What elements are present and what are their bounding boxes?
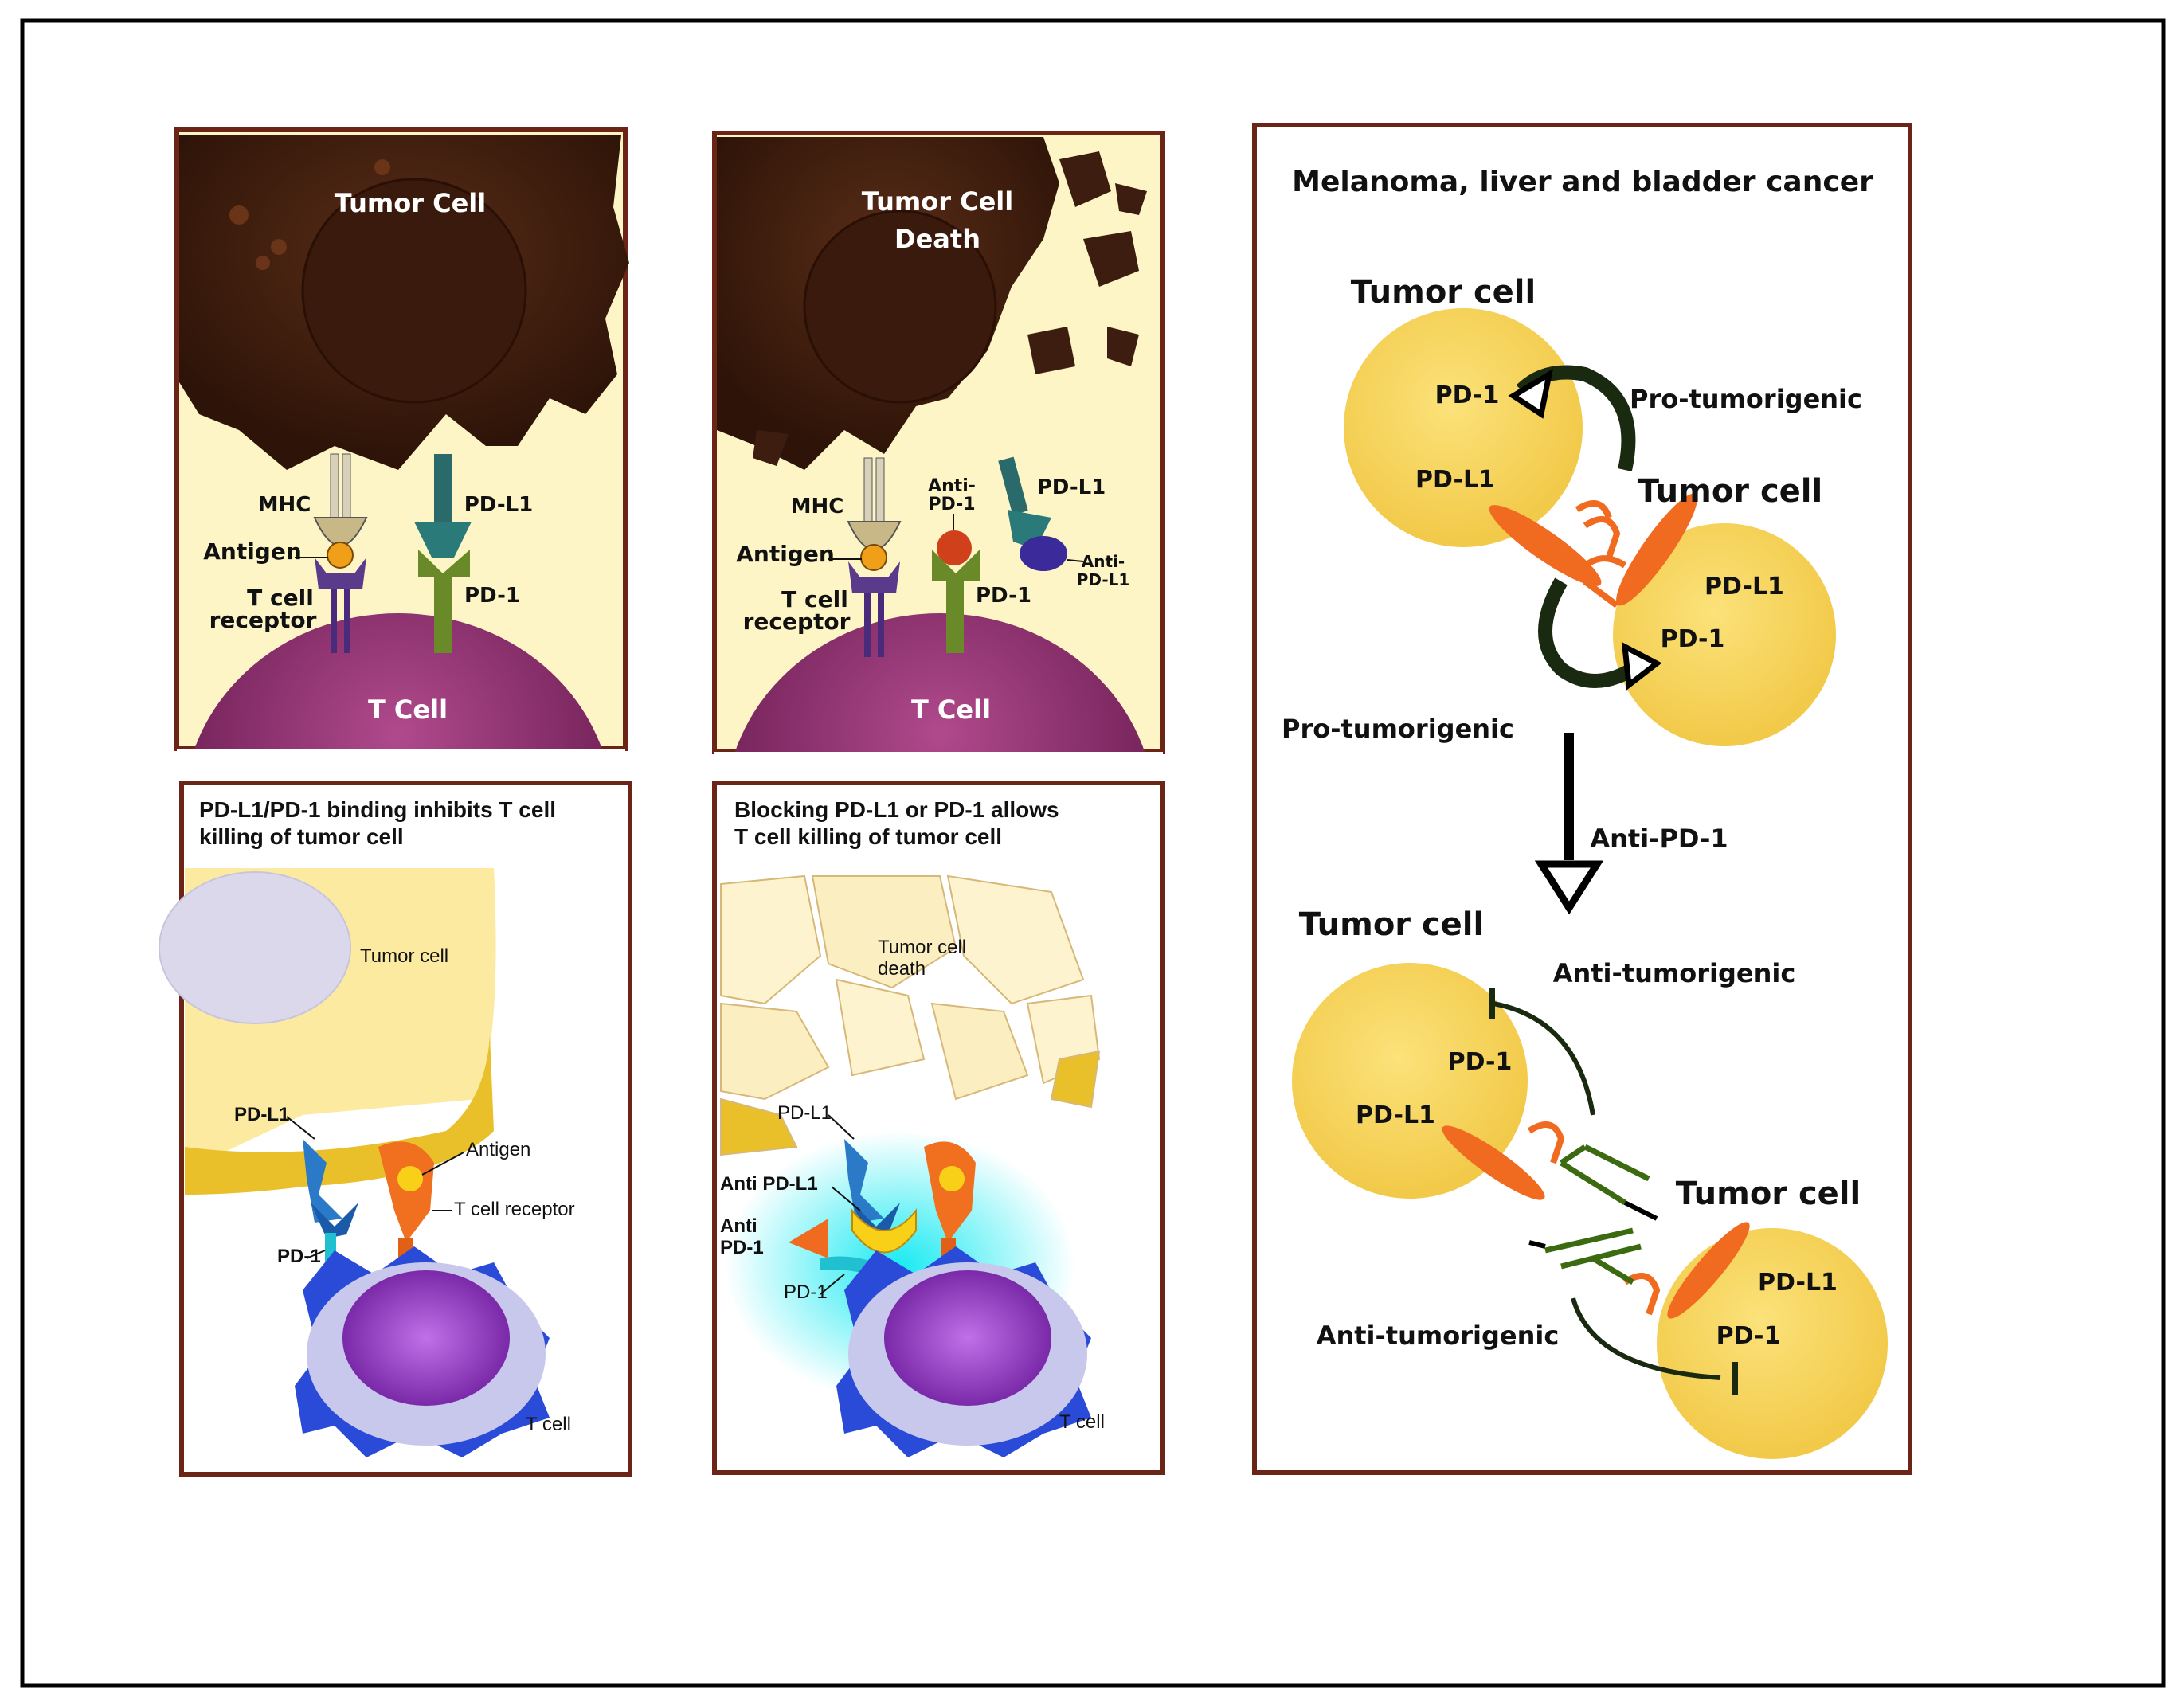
antigen-label: Antigen bbox=[203, 538, 302, 565]
tcell-d-label: T cell bbox=[1059, 1411, 1105, 1433]
tumor-cell-top-left bbox=[1344, 308, 1583, 547]
antigen-c-label: Antigen bbox=[466, 1139, 530, 1160]
anti-tumorigenic-top: Anti-tumorigenic bbox=[1553, 958, 1796, 988]
tumor-death-label-line1: Tumor Cell bbox=[862, 186, 1013, 217]
mhc-label: MHC bbox=[258, 493, 311, 517]
pdl1-d-label-e: PD-L1 bbox=[1758, 1269, 1838, 1297]
tumor-death-d-label-line1: Tumor cell bbox=[878, 937, 966, 958]
panel-c-title-line1: PD-L1/PD-1 binding inhibits T cell bbox=[199, 797, 556, 822]
pdl1-b-label: PD-L1 bbox=[1705, 573, 1784, 601]
tumor-death-label-line2: Death bbox=[894, 224, 980, 254]
pro-tumorigenic-left: Pro-tumorigenic bbox=[1282, 714, 1514, 744]
arrowhead-bottom bbox=[1621, 641, 1662, 691]
pro-tumorigenic-top: Pro-tumorigenic bbox=[1630, 384, 1862, 414]
pdl1-label: PD-L1 bbox=[464, 493, 534, 517]
anti-pd1-label: Anti-PD-1 bbox=[1590, 824, 1728, 854]
pd1-d-label-e: PD-1 bbox=[1716, 1322, 1781, 1350]
t-cell-d-shape bbox=[836, 1246, 1091, 1457]
antigen-ball bbox=[327, 542, 354, 569]
outer-frame bbox=[20, 18, 2166, 1688]
tumor-c-label: Tumor cell bbox=[1299, 906, 1484, 943]
tumor-death-fragments bbox=[720, 874, 1101, 1156]
pdl1-a-label: PD-L1 bbox=[1415, 466, 1495, 494]
pdl1-c-label: PD-L1 bbox=[234, 1104, 289, 1125]
pd1-d-label: PD-1 bbox=[784, 1281, 828, 1303]
pdl1-d-label: PD-L1 bbox=[777, 1102, 832, 1124]
panel-c: PD-L1/PD-1 binding inhibits T cell killi… bbox=[159, 781, 632, 1477]
pd1-label: PD-1 bbox=[464, 584, 520, 608]
pd1-c-label-e: PD-1 bbox=[1448, 1048, 1513, 1076]
tumor-a-label: Tumor cell bbox=[1351, 274, 1536, 311]
t-cell-label: T Cell bbox=[368, 694, 448, 725]
tumor-death-d-label-line2: death bbox=[878, 958, 926, 980]
panel-c-title-line2: killing of tumor cell bbox=[199, 824, 404, 849]
tumor-nucleus bbox=[301, 178, 527, 404]
tumor-b-label: Tumor cell bbox=[1638, 473, 1822, 510]
tcell-c-label: T cell bbox=[526, 1414, 571, 1435]
anti-tumorigenic-bottom: Anti-tumorigenic bbox=[1317, 1321, 1560, 1351]
tcr-label-line2: receptor bbox=[209, 607, 317, 633]
mhc-label-b: MHC bbox=[791, 495, 844, 518]
tumor-d-label: Tumor cell bbox=[1676, 1176, 1861, 1212]
t-cell-label-b: T Cell bbox=[911, 694, 991, 725]
panel-e: Melanoma, liver and bladder cancer Tumor… bbox=[1252, 123, 1912, 1475]
tcr-c-label: T cell receptor bbox=[454, 1199, 575, 1220]
tumor-cell-c-label: Tumor cell bbox=[360, 945, 448, 967]
pd1-c-label: PD-1 bbox=[277, 1246, 321, 1267]
antigen-label-b: Antigen bbox=[736, 541, 835, 567]
tcr-label-b-line2: receptor bbox=[743, 608, 851, 635]
anti-pd1-d-label-line2: PD-1 bbox=[720, 1237, 764, 1258]
pdl1-c-label-e: PD-L1 bbox=[1356, 1101, 1435, 1129]
big-down-arrow-head bbox=[1534, 860, 1604, 915]
tumor-cell-bottom-right bbox=[1657, 1228, 1888, 1459]
anti-pd1-d-label-line1: Anti bbox=[720, 1215, 757, 1237]
panel-d-title-line1: Blocking PD-L1 or PD-1 allows bbox=[734, 797, 1059, 822]
arrowhead-top bbox=[1508, 368, 1553, 419]
anti-pdl1-label-line1: Anti- bbox=[1082, 552, 1125, 571]
tcr-label-b-line1: T cell bbox=[781, 586, 848, 612]
tumor-cell-label: Tumor Cell bbox=[335, 188, 486, 218]
anti-pd1-label-line1: Anti- bbox=[928, 476, 976, 496]
pd1-label-b: PD-1 bbox=[976, 584, 1031, 608]
t-cell-c-shape bbox=[295, 1246, 550, 1457]
anti-pdl1-label-line2: PD-L1 bbox=[1077, 570, 1130, 589]
panel-d-title-line2: T cell killing of tumor cell bbox=[734, 824, 1002, 849]
anti-pdl1-d-label: Anti PD-L1 bbox=[720, 1173, 818, 1195]
tumor-cell-top-right bbox=[1613, 523, 1836, 746]
anti-pd1-label-line2: PD-1 bbox=[928, 495, 975, 515]
panel-d: Blocking PD-L1 or PD-1 allows T cell kil… bbox=[712, 781, 1165, 1475]
panel-e-title: Melanoma, liver and bladder cancer bbox=[1292, 166, 1873, 198]
pd1-a-label: PD-1 bbox=[1435, 381, 1500, 409]
pd1-b-label: PD-1 bbox=[1661, 625, 1725, 653]
pdl1-label-b: PD-L1 bbox=[1037, 475, 1106, 499]
tcr-label-line1: T cell bbox=[247, 585, 314, 611]
tumor-death-nucleus bbox=[803, 209, 997, 404]
